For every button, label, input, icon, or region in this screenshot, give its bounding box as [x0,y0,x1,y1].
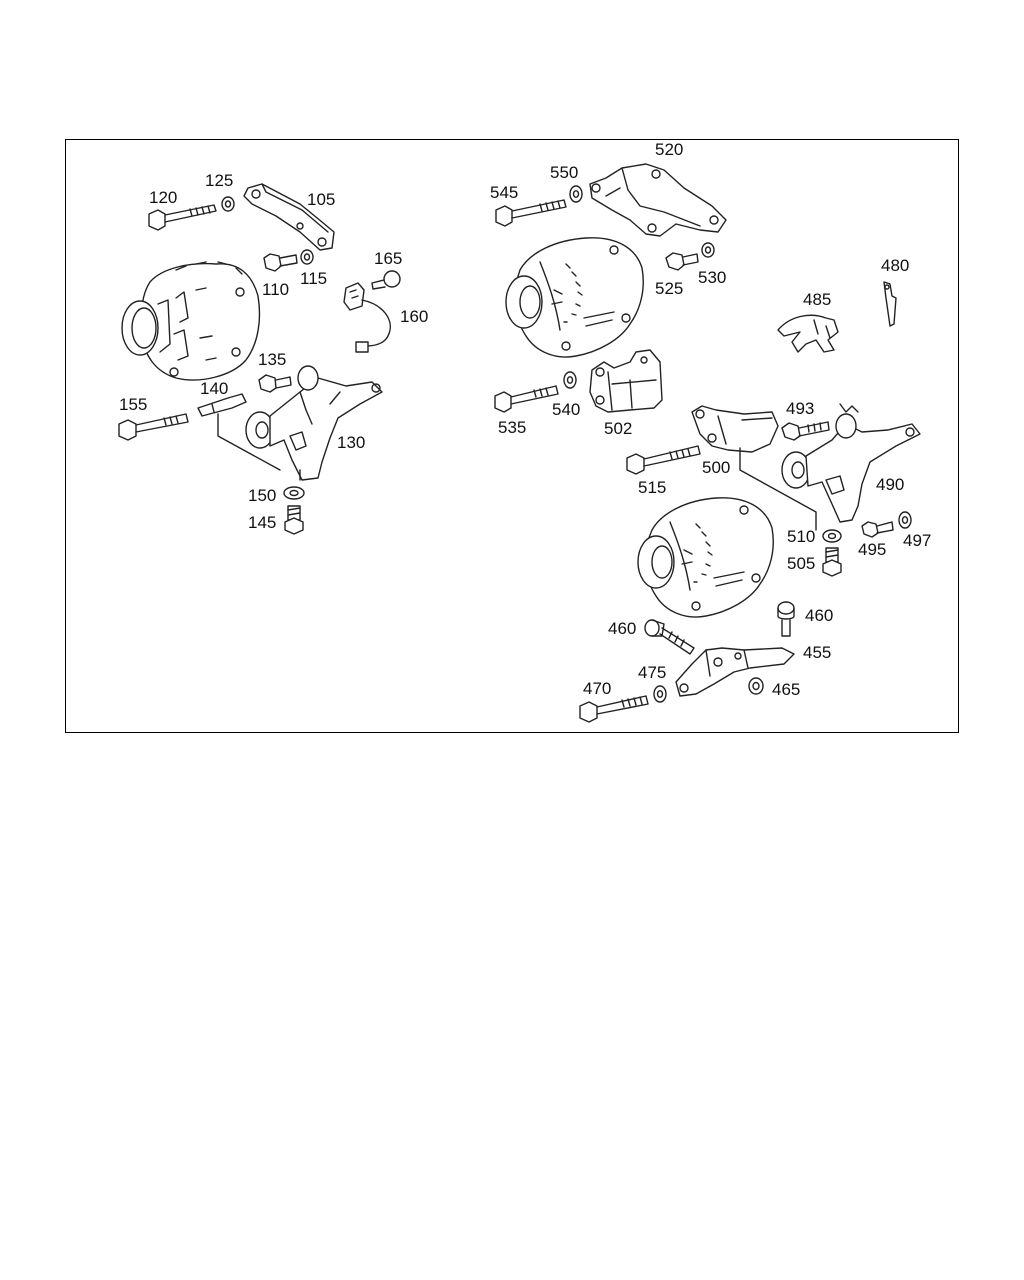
washer-550 [569,185,583,203]
bracket-105 [243,183,335,251]
callout-115: 115 [300,269,328,288]
callout-470: 470 [583,679,612,698]
bracket-520 [589,163,727,237]
bracket-500 [691,405,779,453]
bolt-495 [861,521,894,538]
callout-525: 525 [655,279,684,298]
callout-505: 505 [787,554,816,573]
washer-125 [221,196,235,212]
alternator-left [121,261,261,381]
bolt-493 [781,421,830,441]
diagram-frame [65,139,959,733]
callout-125: 125 [205,171,234,190]
callout-520: 520 [655,140,684,159]
callout-165: 165 [374,249,403,268]
callout-497: 497 [903,531,932,550]
callout-105: 105 [307,190,336,209]
bolt-110 [263,253,298,272]
callout-502: 502 [604,419,633,438]
bolt-545 [495,199,567,227]
leader-lines-left [217,413,301,481]
callout-535: 535 [498,418,527,437]
bolt-460-upright [777,601,795,637]
callout-120: 120 [149,188,178,207]
callout-510: 510 [787,527,816,546]
bracket-502 [589,349,663,413]
callout-475: 475 [638,663,667,682]
washer-475 [653,685,667,703]
washer-540 [563,371,577,389]
callout-130: 130 [337,433,366,452]
callout-495: 495 [858,540,887,559]
callout-540: 540 [552,400,581,419]
callout-465: 465 [772,680,801,699]
bracket-130 [245,365,383,481]
washer-497 [898,511,912,529]
washer-150 [283,486,305,500]
callout-150: 150 [248,486,277,505]
bolt-525 [665,252,699,271]
callout-455: 455 [803,643,832,662]
callout-493: 493 [786,399,815,418]
callout-490: 490 [876,475,905,494]
callout-155: 155 [119,395,148,414]
bolt-515 [626,445,701,475]
bracket-490 [781,403,921,523]
nut-465 [748,677,764,695]
callout-460-upright: 460 [805,606,834,625]
bolt-135 [258,374,292,393]
callout-135: 135 [258,350,287,369]
washer-510 [822,529,842,543]
screw-165 [371,270,401,290]
callout-460-long: 460 [608,619,637,638]
callout-160: 160 [400,307,429,326]
washer-115 [300,249,314,265]
washer-530 [701,242,715,258]
callout-110: 110 [262,280,290,299]
leader-lines-right [739,447,817,531]
bolt-505 [822,547,842,577]
bolt-145 [284,505,304,535]
callout-480: 480 [881,256,910,275]
alternator-right-lower [637,497,774,618]
callout-515: 515 [638,478,667,497]
alternator-right-upper [505,237,644,358]
bolt-460-long [644,619,695,655]
callout-145: 145 [248,513,277,532]
bolt-470 [579,695,649,723]
callout-140: 140 [200,379,229,398]
callout-545: 545 [490,183,519,202]
clamp-485 [777,314,839,353]
bracket-455 [675,647,795,697]
bolt-155 [118,413,189,441]
callout-530: 530 [698,268,727,287]
sensor-140 [197,393,247,417]
callout-550: 550 [550,163,579,182]
callout-500: 500 [702,458,731,477]
bolt-120 [148,204,217,231]
callout-485: 485 [803,290,832,309]
bolt-535 [494,385,559,413]
regulator-160 [343,282,391,353]
bracket-480 [883,281,897,327]
